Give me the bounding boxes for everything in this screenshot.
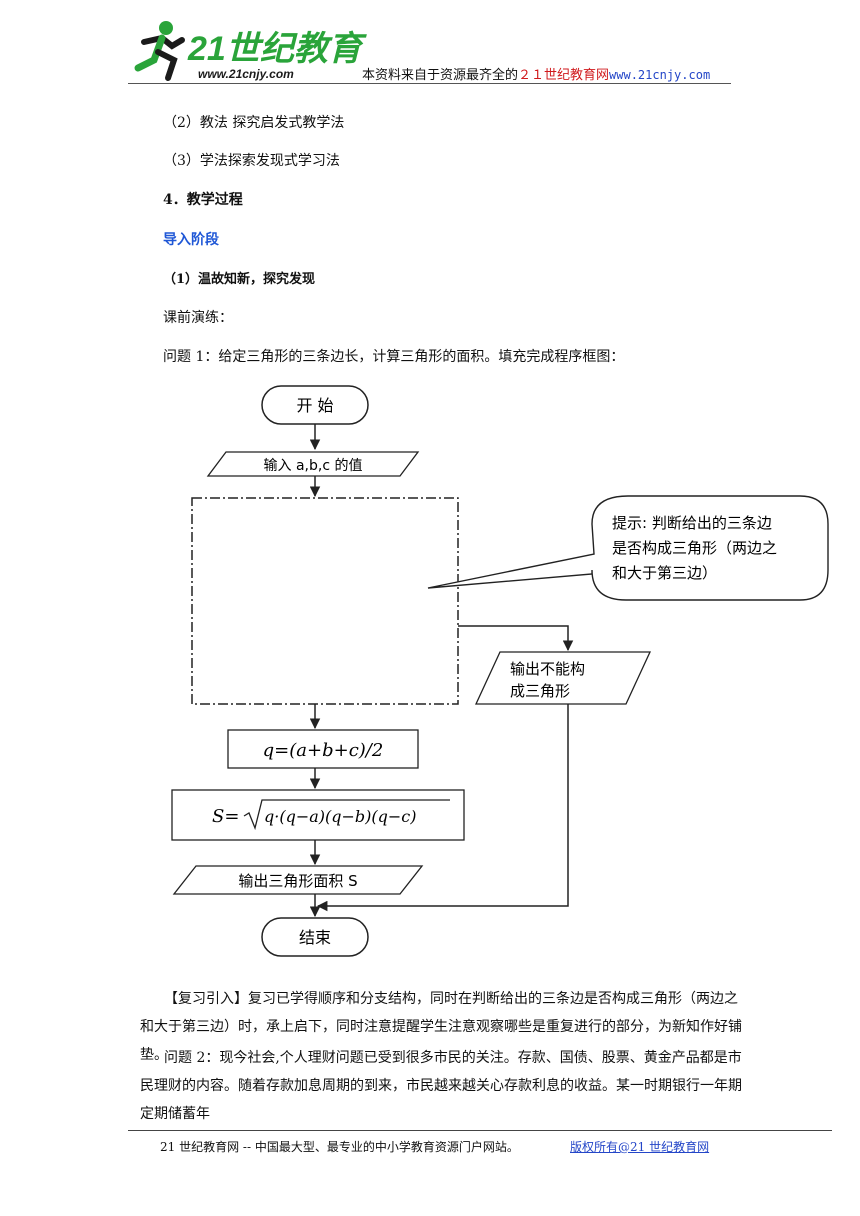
input-box: 输入 a,b,c 的值	[206, 451, 420, 477]
pre-exercise: 课前演练：	[163, 310, 233, 326]
q-formula-box: q=(a+b+c)/2	[227, 729, 419, 769]
logo-text: 21世纪教育	[187, 30, 367, 68]
blank-decision-box	[191, 497, 459, 705]
svg-text:输出不能构: 输出不能构	[510, 660, 585, 678]
svg-text:q·(q−a)(q−b)(q−c): q·(q−a)(q−b)(q−c)	[264, 807, 416, 826]
flow-arrow-merge	[316, 704, 569, 912]
flow-arrow-no	[458, 625, 574, 652]
teaching-method: （2）教法 探究启发式教学法	[163, 115, 345, 131]
end-terminal: 结束	[261, 917, 369, 957]
question-2: 问题 2：现今社会,个人理财问题已受到很多市民的关注。存款、国债、股票、黄金产品…	[140, 1050, 742, 1122]
footer-text: 21 世纪教育网 -- 中国最大型、最专业的中小学教育资源门户网站。	[160, 1140, 519, 1154]
svg-text:输出三角形面积 S: 输出三角形面积 S	[238, 872, 357, 890]
flowchart: 开 始 输入 a,b,c 的值 提示: 判断给出的三条边 是否构成三角形（两边之…	[171, 385, 829, 957]
svg-text:结束: 结束	[299, 928, 331, 947]
svg-text:和大于第三边）: 和大于第三边）	[612, 564, 717, 582]
logo: 21世纪教育 www.21cnjy.com	[134, 21, 367, 81]
question-1: 问题 1：给定三角形的三条边长，计算三角形的面积。填充完成程序框图：	[163, 349, 625, 365]
header-rule	[128, 83, 731, 84]
svg-text:输入 a,b,c 的值: 输入 a,b,c 的值	[264, 458, 363, 474]
review-paragraph: 【复习引入】复习已学得顺序和分支结构，同时在判断给出的三条边是否构成三角形（两边…	[140, 991, 742, 1063]
svg-text:成三角形: 成三角形	[510, 682, 570, 700]
s-formula-box: S= q·(q−a)(q−b)(q−c)	[171, 789, 465, 841]
start-terminal: 开 始	[261, 385, 369, 425]
copyright-link[interactable]: 版权所有@21 世纪教育网	[570, 1140, 710, 1154]
output-cannot-form: 输出不能构 成三角形	[474, 651, 652, 705]
output-area-box: 输出三角形面积 S	[172, 865, 424, 895]
svg-text:开 始: 开 始	[296, 396, 333, 415]
header-url[interactable]: www.21cnjy.com	[609, 68, 711, 82]
svg-text:是否构成三角形（两边之: 是否构成三角形（两边之	[612, 539, 777, 557]
header-text: 本资料来自于资源最齐全的２１世纪教育网www.21cnjy.com	[362, 68, 711, 83]
section-heading: 4．教学过程	[163, 192, 243, 208]
sub-heading: （1）温故知新，探究发现	[163, 272, 316, 287]
svg-text:q=(a+b+c)/2: q=(a+b+c)/2	[263, 740, 384, 761]
logo-url: www.21cnjy.com	[198, 67, 294, 81]
svg-text:S=: S=	[212, 806, 239, 827]
header-site-name: ２１世纪教育网	[518, 68, 610, 83]
footer-rule	[128, 1130, 832, 1131]
stage-heading: 导入阶段	[163, 232, 219, 248]
hint-callout: 提示: 判断给出的三条边 是否构成三角形（两边之 和大于第三边）	[427, 495, 829, 601]
learning-method: （3）学法探索发现式学习法	[163, 153, 340, 169]
svg-text:提示: 判断给出的三条边: 提示: 判断给出的三条边	[612, 514, 772, 532]
runner-icon	[134, 21, 185, 81]
